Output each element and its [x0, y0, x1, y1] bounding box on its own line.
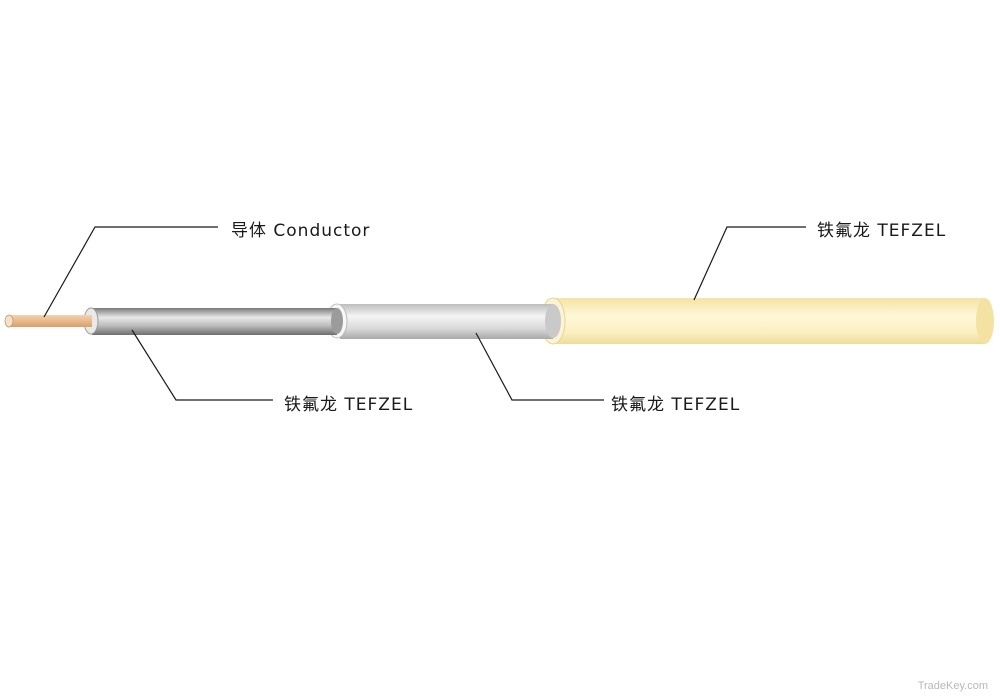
watermark: TradeKey.com	[917, 680, 988, 692]
outer-jacket	[540, 297, 994, 345]
inner-insulation-label: 铁氟龙 TEFZEL	[284, 395, 414, 415]
conductor-leader-line	[43, 226, 218, 318]
conductor-core	[4, 314, 92, 328]
middle-insulation-leader-line	[475, 332, 604, 401]
middle-insulation-layer	[326, 303, 561, 339]
middle-insulation-label: 铁氟龙 TEFZEL	[611, 395, 741, 415]
conductor-label: 导体 Conductor	[231, 221, 371, 241]
outer-jacket-label: 铁氟龙 TEFZEL	[817, 221, 947, 241]
inner-insulation-leader-line	[131, 329, 273, 401]
outer-jacket-leader-line	[693, 226, 806, 301]
inner-insulation-layer	[83, 307, 343, 335]
